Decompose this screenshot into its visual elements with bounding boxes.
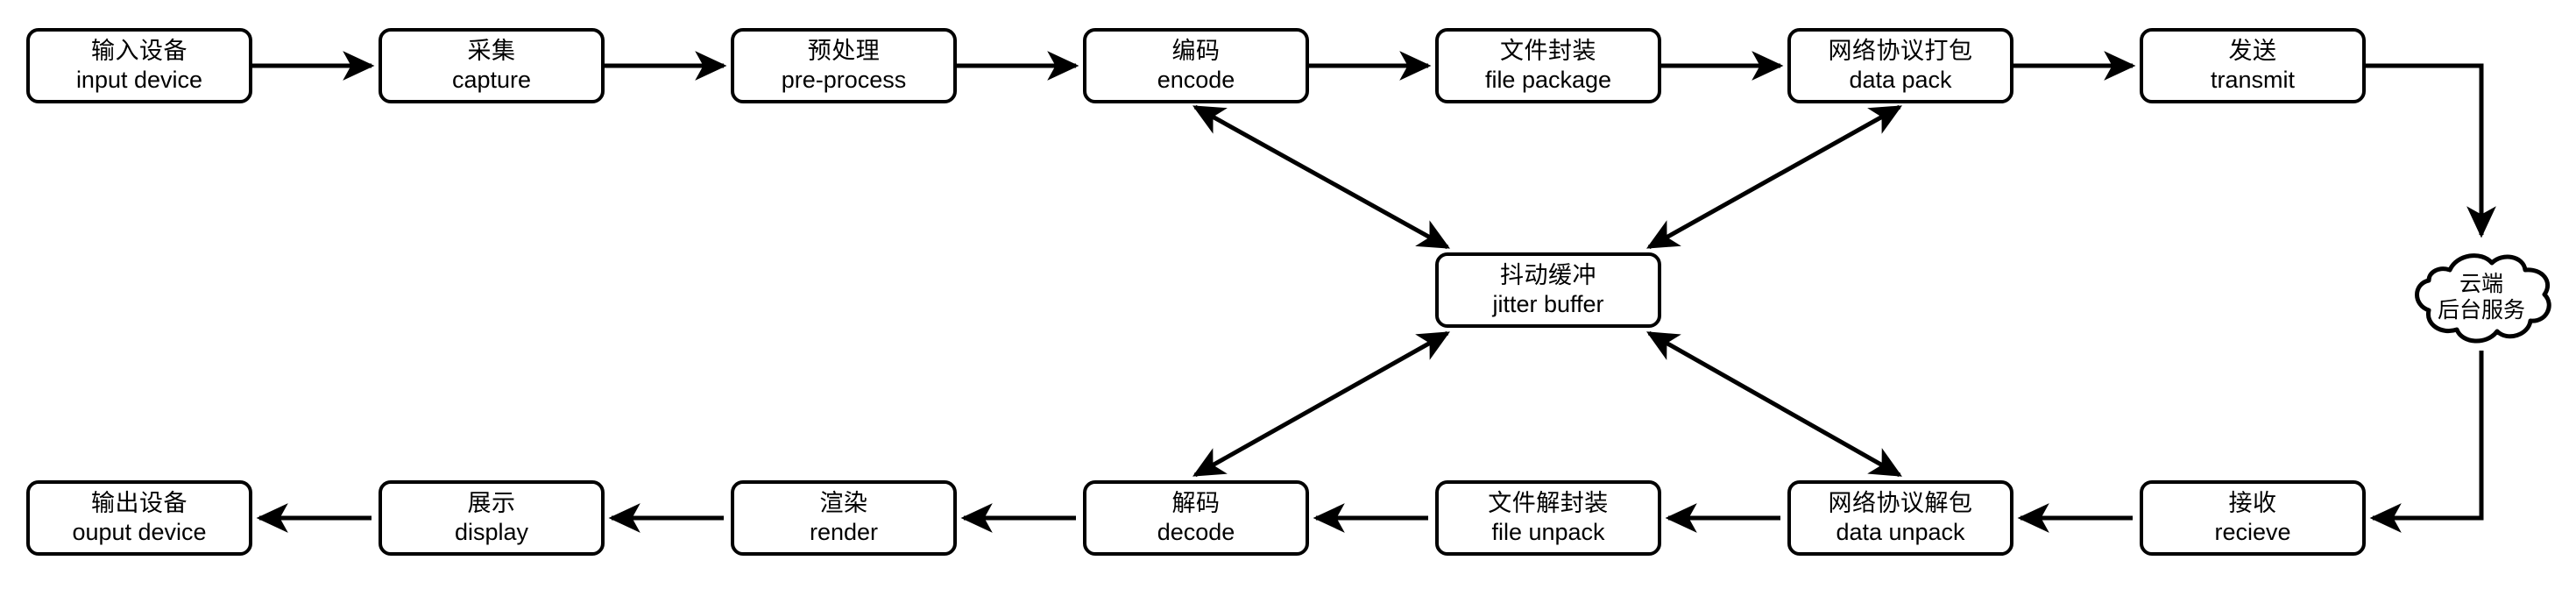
node-receive[interactable]: 接收 recieve — [2140, 480, 2366, 556]
node-encode[interactable]: 编码 encode — [1083, 28, 1309, 103]
node-label-en: decode — [1157, 519, 1235, 545]
node-file-package[interactable]: 文件封装 file package — [1435, 28, 1661, 103]
node-label-en: file unpack — [1491, 519, 1605, 545]
node-capture[interactable]: 采集 capture — [379, 28, 605, 103]
edge-transmit-to-cloud — [2366, 63, 2496, 238]
node-file-unpack[interactable]: 文件解封装 file unpack — [1435, 480, 1661, 556]
node-pre-process[interactable]: 预处理 pre-process — [731, 28, 957, 103]
node-transmit[interactable]: 发送 transmit — [2140, 28, 2366, 103]
node-label-zh: 接收 — [2228, 489, 2277, 516]
edge-decode-jitter-buffer — [1192, 330, 1450, 478]
node-label-zh: 文件解封装 — [1488, 489, 1609, 516]
node-output-device[interactable]: 输出设备 ouput device — [26, 480, 252, 556]
node-jitter-buffer[interactable]: 抖动缓冲 jitter buffer — [1435, 252, 1661, 328]
node-label-zh: 输入设备 — [91, 37, 188, 64]
cloud-label-line2: 后台服务 — [2437, 298, 2525, 323]
node-label-zh: 渲染 — [819, 489, 868, 516]
node-label-en: jitter buffer — [1492, 291, 1604, 317]
node-label-en: data pack — [1849, 67, 1952, 93]
node-input-device[interactable]: 输入设备 input device — [26, 28, 252, 103]
node-label-zh: 文件封装 — [1500, 37, 1596, 64]
node-label-zh: 编码 — [1171, 37, 1221, 64]
node-label-zh: 输出设备 — [91, 489, 188, 516]
node-label-en: ouput device — [72, 519, 207, 545]
node-label-zh: 采集 — [467, 37, 516, 64]
edge-cloud-to-receive — [2369, 351, 2484, 533]
node-decode[interactable]: 解码 decode — [1083, 480, 1309, 556]
cloud-label: 云端 后台服务 — [2438, 271, 2525, 324]
node-label-zh: 解码 — [1171, 489, 1221, 516]
node-label-zh: 展示 — [467, 489, 516, 516]
node-label-en: render — [809, 519, 879, 545]
node-label-en: display — [454, 519, 529, 545]
node-label-en: encode — [1157, 67, 1235, 93]
node-cloud-backend-service[interactable]: 云端 后台服务 — [2404, 244, 2558, 351]
node-label-en: file package — [1484, 67, 1612, 93]
node-label-en: recieve — [2214, 519, 2291, 545]
node-label-zh: 网络协议解包 — [1828, 489, 1973, 516]
node-label-en: transmit — [2210, 67, 2296, 93]
node-label-zh: 抖动缓冲 — [1500, 261, 1596, 288]
edge-data-unpack-jitter-buffer — [1646, 330, 1902, 478]
node-display[interactable]: 展示 display — [379, 480, 605, 556]
node-label-en: data unpack — [1836, 519, 1965, 545]
node-data-unpack[interactable]: 网络协议解包 data unpack — [1787, 480, 2013, 556]
edge-data-pack-jitter-buffer — [1646, 104, 1902, 250]
node-label-zh: 发送 — [2228, 37, 2277, 64]
node-render[interactable]: 渲染 render — [731, 480, 957, 556]
node-label-en: capture — [451, 67, 532, 93]
node-label-zh: 预处理 — [807, 37, 881, 64]
node-label-zh: 网络协议打包 — [1828, 37, 1973, 64]
node-data-pack[interactable]: 网络协议打包 data pack — [1787, 28, 2013, 103]
node-label-en: input device — [75, 67, 203, 93]
cloud-icon — [2415, 253, 2551, 344]
edge-encode-jitter-buffer — [1192, 104, 1451, 250]
cloud-label-line1: 云端 — [2459, 271, 2503, 296]
node-label-en: pre-process — [781, 67, 907, 93]
